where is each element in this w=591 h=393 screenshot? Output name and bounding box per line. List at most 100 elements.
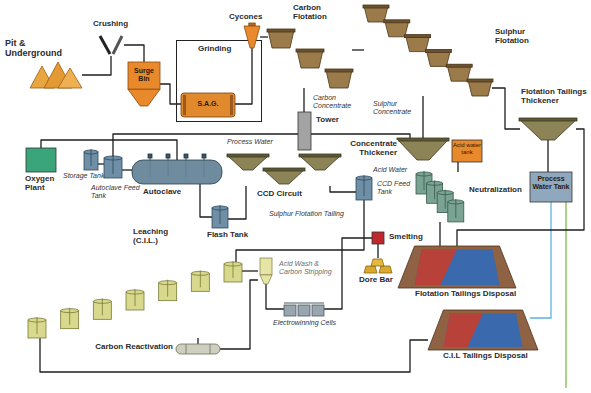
unit-shape-part	[297, 50, 323, 68]
unit-shape-part	[264, 170, 304, 184]
unit-shape	[30, 62, 82, 88]
unit-shape-part	[312, 305, 324, 316]
stream-label: Sulphur Flotation Tailing	[268, 210, 345, 218]
unit-shape	[520, 118, 576, 140]
unit-shape-part	[425, 49, 451, 52]
unit-shape-part	[446, 64, 472, 67]
unit-shape	[398, 138, 448, 160]
process-unit: Crushing	[98, 34, 124, 56]
unit-shape	[416, 172, 464, 222]
unit-label: Sulphur Flotation	[494, 28, 558, 46]
pipe-line	[377, 244, 378, 258]
unit-shape-part	[210, 344, 211, 354]
unit-label: Leaching (C.I.L.)	[132, 228, 194, 246]
process-unit: Surge Bin	[128, 62, 160, 106]
process-unit: Tower	[298, 112, 311, 150]
unit-shape-part	[372, 232, 384, 244]
unit-shape-part	[58, 68, 82, 88]
unit-label: Concentrate Thickener	[344, 140, 398, 158]
unit-label: Process Water Tank	[531, 175, 571, 191]
unit-shape-part	[26, 148, 56, 172]
unit-shape	[356, 176, 372, 200]
process-unit: Leaching (C.I.L.)	[28, 262, 242, 338]
unit-shape-part	[364, 175, 365, 196]
unit-shape-part	[428, 310, 538, 350]
unit-shape-part	[244, 26, 260, 48]
unit-label: Smelting	[388, 233, 424, 242]
pipe-line	[160, 84, 181, 104]
process-unit: Storage Tank	[84, 150, 98, 170]
unit-shape	[258, 258, 274, 284]
unit-shape-part	[379, 266, 392, 273]
unit-shape	[84, 150, 98, 170]
unit-shape-part	[132, 160, 222, 184]
unit-shape-part	[445, 190, 446, 209]
pipe-line	[82, 56, 111, 75]
unit-shape-part	[186, 344, 187, 354]
unit-shape-part	[233, 261, 234, 278]
process-unit: Acid water tank	[452, 140, 482, 162]
unit-shape-part	[424, 171, 425, 190]
unit-shape-part	[452, 140, 482, 162]
water-line	[530, 202, 551, 318]
pipe-line	[242, 270, 258, 271]
unit-shape-part	[371, 259, 384, 266]
pipe-line	[41, 140, 177, 160]
unit-shape-part	[135, 289, 136, 306]
pipe-line	[235, 48, 252, 104]
unit-shape-part	[384, 20, 410, 23]
unit-label: Carbon Flotation	[292, 4, 344, 22]
unit-shape-part	[300, 156, 340, 170]
unit-shape-part	[284, 305, 296, 316]
pipe-line	[98, 163, 104, 164]
process-unit: Dore Bar	[362, 258, 394, 274]
unit-shape-part	[100, 36, 110, 54]
stream-label: Sulphur Concentrate	[372, 100, 420, 116]
unit-shape-part	[298, 112, 311, 150]
unit-shape	[104, 156, 122, 178]
unit-shape-part	[91, 149, 92, 166]
unit-shape	[176, 344, 220, 354]
unit-label: Flotation Tailings Thickener	[520, 88, 590, 106]
unit-shape	[98, 34, 124, 56]
process-unit: Carbon Reactivation	[176, 344, 220, 354]
unit-label: Autoclave	[142, 188, 182, 197]
unit-label: Grinding	[197, 45, 232, 54]
unit-shape-part	[455, 199, 456, 218]
unit-label: Pit & Underground	[4, 38, 70, 58]
unit-shape	[26, 148, 56, 172]
pipe-line	[122, 169, 132, 170]
unit-shape-part	[260, 258, 272, 275]
unit-label: Acid water tank	[453, 142, 481, 155]
unit-shape-part	[268, 30, 294, 48]
unit-shape-part	[167, 280, 168, 297]
unit-shape-part	[296, 49, 324, 52]
process-unit: CCD Feed Tank	[356, 176, 372, 200]
unit-shape-part	[415, 249, 457, 285]
process-unit: Flotation Tailings Thickener	[520, 118, 576, 140]
unit-label: CCD Circuit	[256, 190, 303, 199]
unit-shape-part	[230, 95, 233, 115]
unit-label: Cycones	[228, 13, 263, 22]
unit-shape-part	[260, 275, 272, 284]
unit-shape-part	[267, 29, 295, 32]
unit-shape-part	[113, 155, 114, 174]
unit-shape-part	[397, 138, 449, 141]
unit-shape-part	[398, 140, 448, 160]
unit-shape	[212, 206, 228, 228]
unit-label: Autoclave Feed Tank	[90, 184, 142, 200]
unit-shape	[428, 310, 538, 350]
pipe-line	[330, 186, 356, 192]
unit-shape-part	[364, 266, 377, 273]
unit-shape-part	[184, 154, 188, 158]
process-unit: Electrowinning Cells	[284, 302, 324, 316]
unit-shape-part	[434, 180, 435, 199]
pipe-line	[236, 200, 364, 262]
unit-shape-part	[398, 246, 516, 288]
pipe-line	[228, 186, 246, 219]
unit-label: Neutralization	[468, 186, 523, 195]
process-unit: Flotation Tailings Disposal	[398, 246, 516, 288]
pipe-line	[492, 88, 520, 129]
